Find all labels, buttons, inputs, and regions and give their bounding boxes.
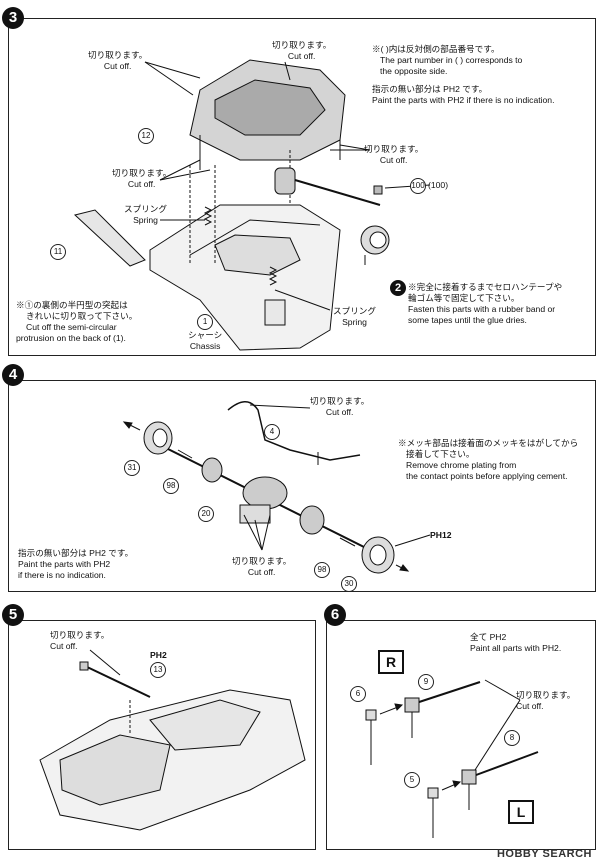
cut-off-jp-label: 切り取ります。 (88, 50, 148, 60)
part-number-9: 9 (418, 674, 434, 690)
step-4-cut-off-top: 切り取ります。 Cut off. (310, 396, 369, 418)
tape-note-jp-1: ※完全に接着するまでセロハンテープや (408, 282, 563, 292)
cut-off-en-label: Cut off. (325, 407, 354, 417)
cut-off-en-label: Cut off. (103, 61, 132, 71)
chassis-en-label: Chassis (189, 341, 221, 351)
part-number-8: 8 (504, 730, 520, 746)
paint-all-jp: 全て PH2 (470, 632, 507, 642)
semi-note-jp-2: きれいに切り取って下さい。 (26, 311, 138, 321)
chrome-note-en-1: Remove chrome plating from (406, 460, 517, 470)
step-5-ph2-label: PH2 (150, 650, 167, 660)
semi-note-en-1: Cut off the semi-circular (26, 322, 117, 332)
cut-off-en-label: Cut off. (50, 641, 78, 651)
chrome-note-jp-2: 接着して下さい。 (406, 449, 475, 459)
step-3-cut-off-right: 切り取ります。 Cut off. (364, 144, 423, 166)
part-number-31: 31 (124, 460, 140, 476)
part-number-4: 4 (264, 424, 280, 440)
step-3-opposite-side-note: ※( )内は反対側の部品番号です。 The part number in ( )… (372, 44, 522, 77)
paint-all-en: Paint all parts with PH2. (470, 643, 562, 653)
cut-off-jp-label: 切り取ります。 (310, 396, 370, 406)
cut-off-jp-label: 切り取ります。 (272, 40, 332, 50)
part-number-1: 1 (197, 314, 214, 330)
step-3-cut-off-top-left: 切り取ります。 Cut off. (88, 50, 147, 72)
right-side-marker: R (378, 650, 404, 674)
step-4-chrome-note: ※メッキ部品は接着面のメッキをはがしてから 接着して下さい。 Remove ch… (398, 438, 578, 482)
cut-off-jp-label: 切り取ります。 (112, 168, 172, 178)
opposite-note-en-2: the opposite side. (380, 66, 448, 76)
chassis-jp-label: シャーシ (188, 330, 223, 340)
step-3-spring-lower: スプリング Spring (333, 306, 376, 328)
opposite-note-jp: ※( )内は反対側の部品番号です。 (372, 44, 500, 54)
paint-note-en-1: Paint the parts with PH2 (18, 559, 111, 569)
part-number-5: 5 (404, 772, 420, 788)
semi-note-jp-1: ※①の裏側の半円型の突起は (16, 300, 128, 310)
step-3-cut-off-top-center: 切り取ります。 Cut off. (272, 40, 331, 62)
step-5-badge: 5 (2, 604, 24, 626)
left-side-marker: L (508, 800, 534, 824)
part-number-100-opposite: (100) (428, 180, 449, 190)
hobby-search-watermark: HOBBY SEARCH (496, 848, 592, 860)
step-3-spring-upper: スプリング Spring (124, 204, 167, 226)
step-4-badge: 4 (2, 364, 24, 386)
part-number-30: 30 (341, 576, 357, 592)
step-3-badge: 3 (2, 7, 24, 29)
step-3-rubber-band-note: ※完全に接着するまでセロハンテープや 輪ゴム等で固定して下さい。 Fasten … (408, 282, 562, 326)
chrome-note-en-2: the contact points before applying cemen… (406, 471, 568, 481)
paint-note-jp: 指示の無い部分は PH2 です。 (18, 548, 134, 558)
step-3-mark-2: 2 (390, 280, 406, 296)
opposite-note-en-1: The part number in ( ) corresponds to (380, 55, 523, 65)
part-number-12: 12 (138, 128, 154, 144)
part-number-6: 6 (350, 686, 366, 702)
step-5-cut-off: 切り取ります。 Cut off. (50, 630, 109, 652)
part-number-13: 13 (150, 662, 166, 678)
paint-note-en-2: if there is no indication. (18, 570, 106, 580)
part-number-98-right: 98 (314, 562, 330, 578)
step-4-panel (8, 380, 596, 592)
chassis-label: 1 シャーシ Chassis (188, 314, 222, 352)
cut-off-en-label: Cut off. (247, 567, 276, 577)
cut-off-en-label: Cut off. (379, 155, 408, 165)
step-4-cut-off-bottom: 切り取ります。 Cut off. (232, 556, 291, 578)
spring-jp-label: スプリング (124, 204, 167, 214)
step-6-cut-off: 切り取ります。 Cut off. (516, 690, 575, 712)
cut-off-jp-label: 切り取ります。 (232, 556, 292, 566)
cut-off-en-label: Cut off. (516, 701, 544, 711)
cut-off-jp-label: 切り取ります。 (50, 630, 110, 640)
step-6-badge: 6 (324, 604, 346, 626)
cut-off-en-label: Cut off. (127, 179, 156, 189)
part-number-20: 20 (198, 506, 214, 522)
semi-note-en-2: protrusion on the back of (1). (16, 333, 126, 343)
tape-note-en-2: some tapes until the glue dries. (408, 315, 527, 325)
spring-jp-label: スプリング (333, 306, 376, 316)
cut-off-jp-label: 切り取ります。 (516, 690, 576, 700)
part-number-11: 11 (50, 244, 66, 260)
chrome-note-jp-1: ※メッキ部品は接着面のメッキをはがしてから (398, 438, 579, 448)
part-number-98-left: 98 (163, 478, 179, 494)
part-number-100: 100 (410, 178, 426, 194)
cut-off-en-label: Cut off. (287, 51, 316, 61)
tape-note-jp-2: 輪ゴム等で固定して下さい。 (408, 293, 520, 303)
tape-note-en-1: Fasten this parts with a rubber band or (408, 304, 556, 314)
step-6-paint-all-note: 全て PH2 Paint all parts with PH2. (470, 632, 561, 654)
ph12-color-label: PH12 (430, 530, 452, 540)
step-3-paint-note: 指示の無い部分は PH2 です。 Paint the parts with PH… (372, 84, 554, 106)
spring-en-label: Spring (133, 215, 158, 225)
paint-note-en: Paint the parts with PH2 if there is no … (372, 95, 555, 105)
paint-note-jp: 指示の無い部分は PH2 です。 (372, 84, 488, 94)
step-3-semi-circular-note: ※①の裏側の半円型の突起は きれいに切り取って下さい。 Cut off the … (16, 300, 137, 344)
step-3-cut-off-left: 切り取ります。 Cut off. (112, 168, 171, 190)
spring-en-label: Spring (342, 317, 367, 327)
cut-off-jp-label: 切り取ります。 (364, 144, 424, 154)
step-4-paint-note: 指示の無い部分は PH2 です。 Paint the parts with PH… (18, 548, 133, 581)
